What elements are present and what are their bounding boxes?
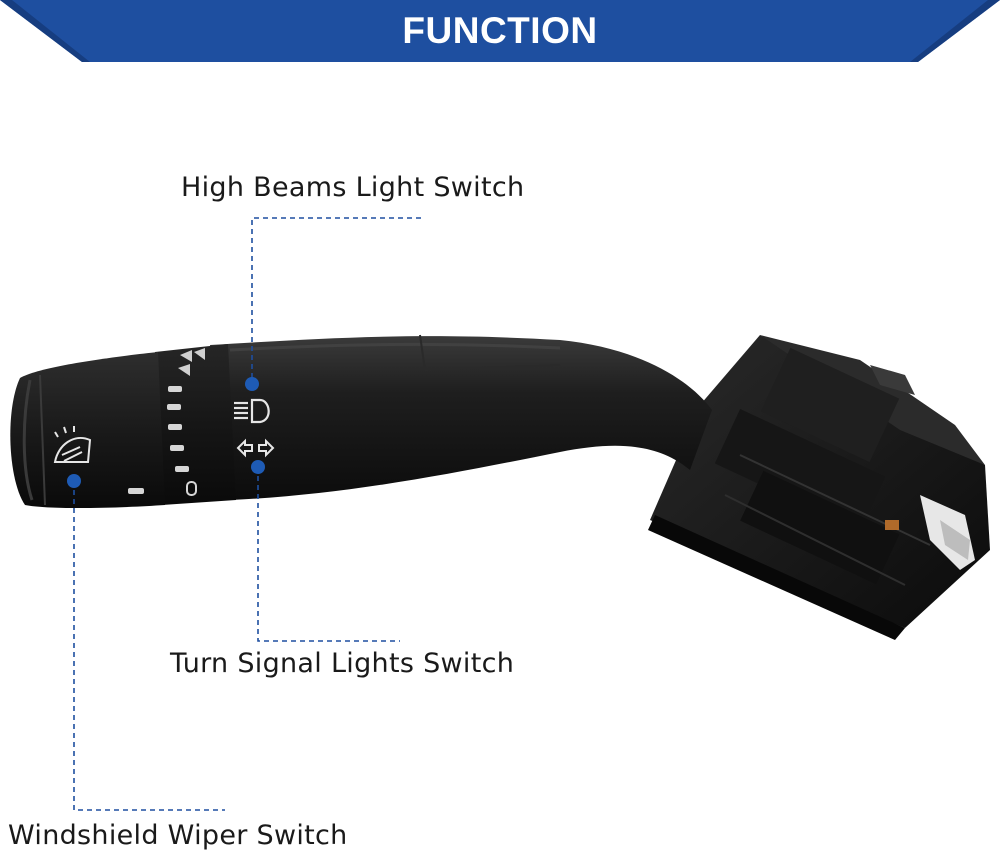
end-cap (10, 352, 166, 509)
high-beams-label: High Beams Light Switch (181, 172, 525, 203)
turn-signal-leader (257, 467, 400, 642)
turn-signal-arrows-icon (236, 438, 275, 458)
wiper-leader (73, 481, 225, 811)
washer-icon (53, 426, 92, 463)
high-beam-icon (234, 398, 270, 424)
lever-stalk (210, 336, 712, 500)
leader-lines (73, 217, 421, 811)
high-beams-leader (251, 217, 421, 384)
turn-signal-dot (251, 460, 265, 474)
banner-shape (0, 0, 1000, 62)
wiper-dot (67, 474, 81, 488)
function-banner: FUNCTION (0, 0, 1000, 62)
high-beams-dot (245, 377, 259, 391)
wiper-label: Windshield Wiper Switch (8, 820, 348, 851)
connector-housing (648, 335, 990, 640)
turn-signal-label: Turn Signal Lights Switch (170, 648, 515, 679)
wiper-speed-ring (155, 344, 236, 505)
banner-title: FUNCTION (402, 10, 598, 51)
